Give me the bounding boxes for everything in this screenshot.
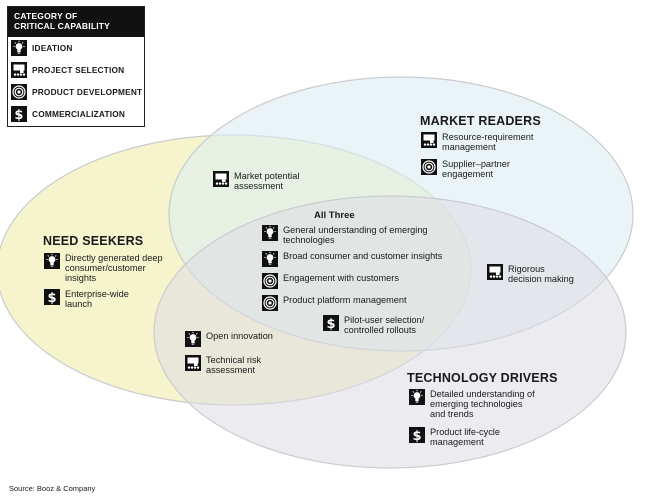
item-text: Supplier–partner engagement <box>442 159 510 179</box>
item-text: Product life-cycle management <box>430 427 500 447</box>
need-seekers-title: NEED SEEKERS <box>43 234 144 248</box>
target-icon <box>262 295 278 311</box>
market-readers-item: Supplier–partner engagement <box>421 159 510 179</box>
item-text: Product platform management <box>283 295 407 305</box>
legend-item-project-selection: PROJECT SELECTION <box>8 59 144 81</box>
lightbulb-icon <box>11 40 27 56</box>
item-text: General understanding of emerging techno… <box>283 225 428 245</box>
lightbulb-icon <box>262 251 278 267</box>
item-text: Technical risk assessment <box>206 355 262 375</box>
market-readers-item: Resource-requirement management <box>421 132 533 152</box>
legend-item-ideation: IDEATION <box>8 37 144 59</box>
item-text: Open innovation <box>206 331 273 341</box>
item-text: Engagement with customers <box>283 273 399 283</box>
all-three-item: Product platform management <box>262 295 407 311</box>
svg-text:$: $ <box>14 108 23 122</box>
legend-item-product-development: PRODUCT DEVELOPMENT <box>8 81 144 103</box>
svg-text:$: $ <box>326 317 335 331</box>
all-three-item: Engagement with customers <box>262 273 399 289</box>
source-note: Source: Booz & Company <box>9 484 96 493</box>
lightbulb-icon <box>409 389 425 405</box>
need-seekers-item: Directly generated deep consumer/custome… <box>44 253 163 283</box>
legend-item-commercialization: $ COMMERCIALIZATION <box>8 103 144 125</box>
lightbulb-icon <box>262 225 278 241</box>
technology-drivers-item: Detailed understanding of emerging techn… <box>409 389 535 419</box>
all-three-item: $ Pilot-user selection/ controlled rollo… <box>323 315 424 335</box>
dollar-icon: $ <box>11 106 27 122</box>
market-readers-title: MARKET READERS <box>420 114 541 128</box>
svg-text:$: $ <box>412 429 421 443</box>
lightbulb-icon <box>185 331 201 347</box>
all-three-item: General understanding of emerging techno… <box>262 225 428 245</box>
item-text: Enterprise-wide launch <box>65 289 129 309</box>
market-tech-overlap-item: Rigorous decision making <box>487 264 574 284</box>
technology-drivers-title: TECHNOLOGY DRIVERS <box>407 371 558 385</box>
item-text: Directly generated deep consumer/custome… <box>65 253 163 283</box>
target-icon <box>262 273 278 289</box>
project-selection-icon <box>421 132 437 148</box>
legend-label: COMMERCIALIZATION <box>32 109 126 119</box>
technology-drivers-item: $ Product life-cycle management <box>409 427 500 447</box>
lightbulb-icon <box>44 253 60 269</box>
item-text: Broad consumer and customer insights <box>283 251 443 261</box>
project-selection-icon <box>185 355 201 371</box>
project-selection-icon <box>487 264 503 280</box>
legend-label: IDEATION <box>32 43 73 53</box>
item-text: Pilot-user selection/ controlled rollout… <box>344 315 425 335</box>
project-selection-icon <box>213 171 229 187</box>
need-tech-overlap-item: Open innovation <box>185 331 273 347</box>
need-market-overlap-item: Market potential assessment <box>213 171 299 191</box>
item-text: Detailed understanding of emerging techn… <box>430 389 535 419</box>
item-text: Market potential assessment <box>234 171 300 191</box>
item-text: Rigorous decision making <box>508 264 574 284</box>
target-icon <box>11 84 27 100</box>
all-three-item: Broad consumer and customer insights <box>262 251 442 267</box>
svg-text:$: $ <box>47 291 56 305</box>
dollar-icon: $ <box>44 289 60 305</box>
item-text: Resource-requirement management <box>442 132 534 152</box>
legend-title: CATEGORY OF CRITICAL CAPABILITY <box>8 7 144 37</box>
dollar-icon: $ <box>323 315 339 331</box>
legend-label: PRODUCT DEVELOPMENT <box>32 87 143 97</box>
capability-legend: CATEGORY OF CRITICAL CAPABILITY IDEATION… <box>7 6 145 127</box>
dollar-icon: $ <box>409 427 425 443</box>
all-three-title: All Three <box>314 210 355 221</box>
project-selection-icon <box>11 62 27 78</box>
need-tech-overlap-item: Technical risk assessment <box>185 355 261 375</box>
need-seekers-item: $ Enterprise-wide launch <box>44 289 129 309</box>
target-icon <box>421 159 437 175</box>
legend-label: PROJECT SELECTION <box>32 65 125 75</box>
